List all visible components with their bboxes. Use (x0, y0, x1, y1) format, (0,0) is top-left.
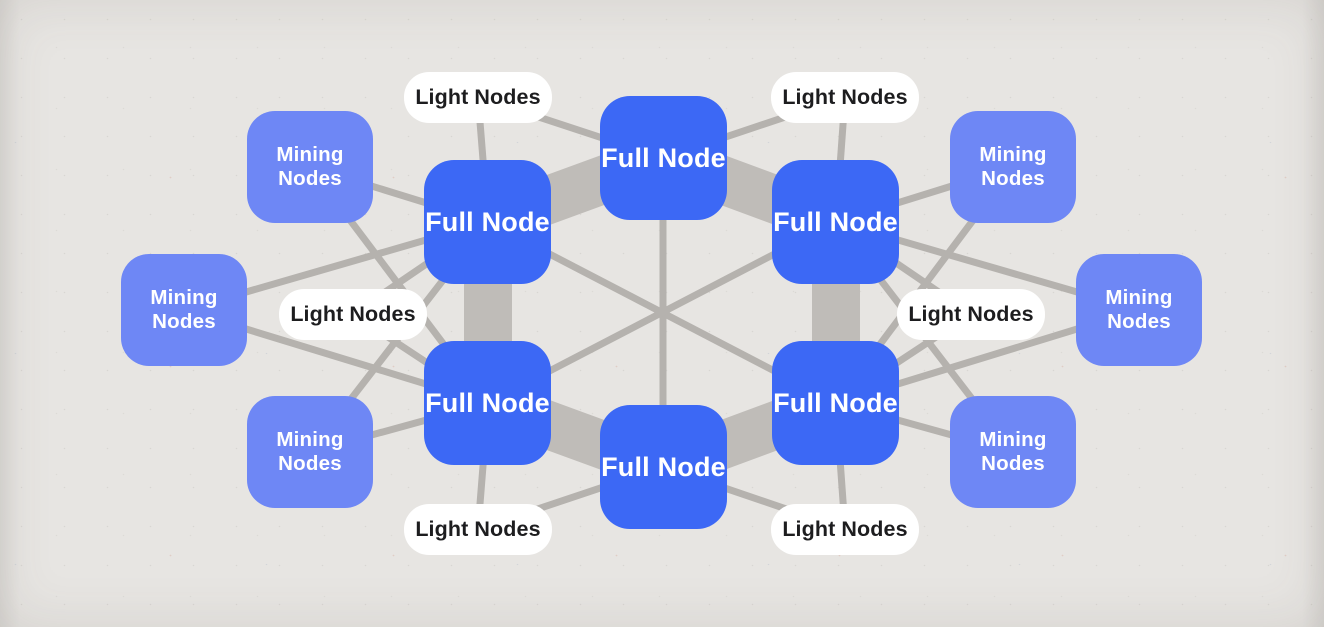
full-node-lower-left: Full Node (424, 341, 551, 465)
full-node-lower-right: Full Node (772, 341, 899, 465)
mining-nodes-left: Mining Nodes (121, 254, 247, 366)
light-nodes-middle-right: Light Nodes (897, 289, 1045, 340)
full-node-top: Full Node (600, 96, 727, 220)
light-nodes-middle-left: Light Nodes (279, 289, 427, 340)
full-node-upper-right: Full Node (772, 160, 899, 284)
full-node-bottom: Full Node (600, 405, 727, 529)
mining-nodes-right: Mining Nodes (1076, 254, 1202, 366)
mining-nodes-lower-left: Mining Nodes (247, 396, 373, 508)
light-nodes-bottom-left: Light Nodes (404, 504, 552, 555)
light-nodes-top-left: Light Nodes (404, 72, 552, 123)
full-node-upper-left: Full Node (424, 160, 551, 284)
mining-nodes-upper-left: Mining Nodes (247, 111, 373, 223)
light-nodes-top-right: Light Nodes (771, 72, 919, 123)
mining-nodes-upper-right: Mining Nodes (950, 111, 1076, 223)
light-nodes-bottom-right: Light Nodes (771, 504, 919, 555)
mining-nodes-lower-right: Mining Nodes (950, 396, 1076, 508)
